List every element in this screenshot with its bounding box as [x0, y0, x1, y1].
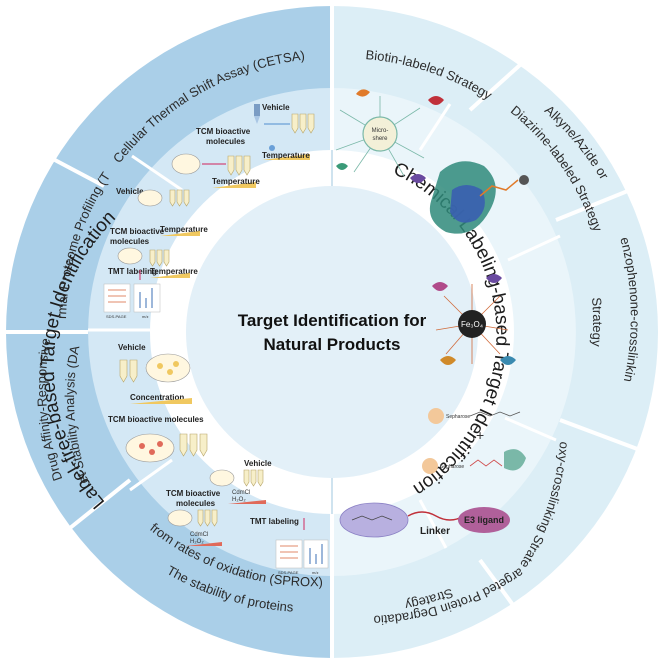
- tpd-panel: Linker E3 ligand: [339, 502, 510, 538]
- probe-linker-icon: [479, 179, 519, 197]
- epoxy-panel: Sepharose + Sepharose: [422, 408, 526, 474]
- darts-concentration: Concentration: [130, 393, 184, 402]
- protein-icon: [428, 96, 444, 105]
- e3-ligand-label: E3 ligand: [464, 515, 504, 525]
- tpp-panel: Vehicle TCM bioactive molecules Temperat…: [103, 187, 208, 319]
- petri-dish-icon: [125, 433, 175, 463]
- sds-page-gel: [275, 539, 303, 569]
- pipette-icon: [254, 104, 260, 124]
- cetsa-panel: Vehicle TCM bioactive molecules Temperat…: [171, 103, 315, 188]
- tubes-icon: [169, 189, 190, 207]
- microsphere-line1: Micro-: [372, 128, 389, 134]
- sprox-sds-label: SDS-PAGE: [278, 570, 299, 575]
- fe3o4-core-icon: [458, 310, 486, 338]
- plus-icon: +: [476, 427, 484, 443]
- petri-dish-icon: [117, 247, 143, 265]
- tpp-sds-label: SDS-PAGE: [106, 314, 127, 319]
- tubes-icon: [227, 155, 251, 176]
- petri-dish-icon: [209, 469, 235, 487]
- protein-icon: [336, 163, 348, 170]
- ligand-structure-icon: [351, 515, 393, 521]
- darts-panel: Vehicle Concentration TCM bioactive mole…: [108, 343, 208, 463]
- fe3o4-label: Fe₃O₄: [461, 320, 483, 329]
- tpp-temperature-2: Temperature: [150, 267, 198, 276]
- dot-icon: [269, 145, 275, 151]
- cells-icon: [139, 441, 163, 455]
- benzophenone-panel: Fe₃O₄: [432, 274, 516, 365]
- petri-dish-icon: [171, 153, 201, 175]
- sprox-tcm-line1: TCM bioactive: [166, 489, 221, 498]
- sepharose-label-1: Sepharose: [446, 414, 470, 420]
- center-title-line1: Target Identification for: [238, 311, 427, 330]
- sprox-cdm-1: CdmCl: [232, 490, 250, 496]
- protein-icon: [504, 449, 526, 471]
- protein-icon: [500, 356, 516, 365]
- sprox-h2o2-1: H₂O₂: [232, 497, 246, 503]
- cetsa-tcm-line1: TCM bioactive: [196, 127, 251, 136]
- sprox-cdm-2: CdmCl: [190, 532, 208, 538]
- biotin-panel: Micro- shere: [335, 89, 444, 183]
- sepharose-label-2: Sepharose: [440, 464, 464, 470]
- mass-spectrum: [303, 539, 329, 569]
- center-title-line2: Natural Products: [264, 335, 401, 354]
- tubes-icon: [119, 359, 138, 383]
- petri-dish-icon: [167, 509, 193, 527]
- tpp-tcm-line2: molecules: [110, 237, 150, 246]
- protein-icon: [440, 356, 456, 365]
- mass-spectrum: [133, 283, 161, 313]
- tubes-icon: [243, 469, 264, 487]
- cetsa-temperature-2: Temperature: [212, 177, 260, 186]
- cetsa-vehicle: Vehicle: [262, 103, 290, 112]
- cetsa-temperature-1: Temperature: [262, 151, 310, 160]
- tpp-tmt-label: TMT labeling: [108, 267, 157, 276]
- sepharose-bead-icon: [428, 408, 444, 424]
- benzo-label-line2: Strategy: [589, 297, 605, 348]
- tubes-icon: [197, 509, 218, 527]
- linker-icon: [407, 511, 465, 521]
- sepharose-bead-icon: [422, 458, 438, 474]
- outer-separators: [6, 6, 641, 658]
- sprox-mz-label: m/z: [312, 570, 318, 575]
- microsphere-icon: [362, 116, 398, 152]
- target-protein-icon: [339, 502, 409, 538]
- sprox-tmt-label: TMT labeling: [250, 517, 299, 526]
- sds-page-gel: [103, 283, 131, 313]
- temperature-ramp: [262, 154, 310, 160]
- sprox-h2o2-2: H₂O₂: [190, 539, 204, 545]
- alkyne-panel: [429, 161, 529, 234]
- center-circle: [186, 186, 478, 478]
- biotin-tag-icon: [519, 175, 529, 185]
- e3-ligase-icon: [458, 507, 510, 533]
- tubes-icon: [149, 249, 170, 267]
- petri-dish-icon: [145, 353, 191, 383]
- protein-icon: [356, 89, 370, 97]
- darts-vehicle: Vehicle: [118, 343, 146, 352]
- tpp-mz-label: m/z: [142, 314, 148, 319]
- protein-icon: [410, 174, 426, 183]
- protein-icon: [432, 282, 448, 291]
- tpp-temperature-1: Temperature: [160, 225, 208, 234]
- epoxy-chain-icon: [469, 411, 521, 417]
- tubes-icon: [179, 433, 208, 457]
- tpp-vehicle: Vehicle: [116, 187, 144, 196]
- tubes-icon: [291, 113, 315, 134]
- sprox-panel: Vehicle TCM bioactive molecules CdmCl H₂…: [166, 459, 329, 575]
- protein-icon: [486, 274, 502, 283]
- tpp-tcm-line1: TCM bioactive: [110, 227, 165, 236]
- sprox-vehicle: Vehicle: [244, 459, 272, 468]
- cetsa-tcm-line2: molecules: [206, 137, 246, 146]
- darts-tcm: TCM bioactive molecules: [108, 415, 204, 424]
- inner-separators: [88, 103, 561, 549]
- linker-label: Linker: [420, 526, 450, 537]
- cells-icon: [157, 361, 179, 375]
- gel-bands: [108, 289, 126, 303]
- sprox-tcm-line2: molecules: [176, 499, 216, 508]
- spectrum-peaks: [139, 288, 153, 308]
- petri-dish-icon: [137, 189, 163, 207]
- microsphere-line2: shere: [372, 136, 388, 142]
